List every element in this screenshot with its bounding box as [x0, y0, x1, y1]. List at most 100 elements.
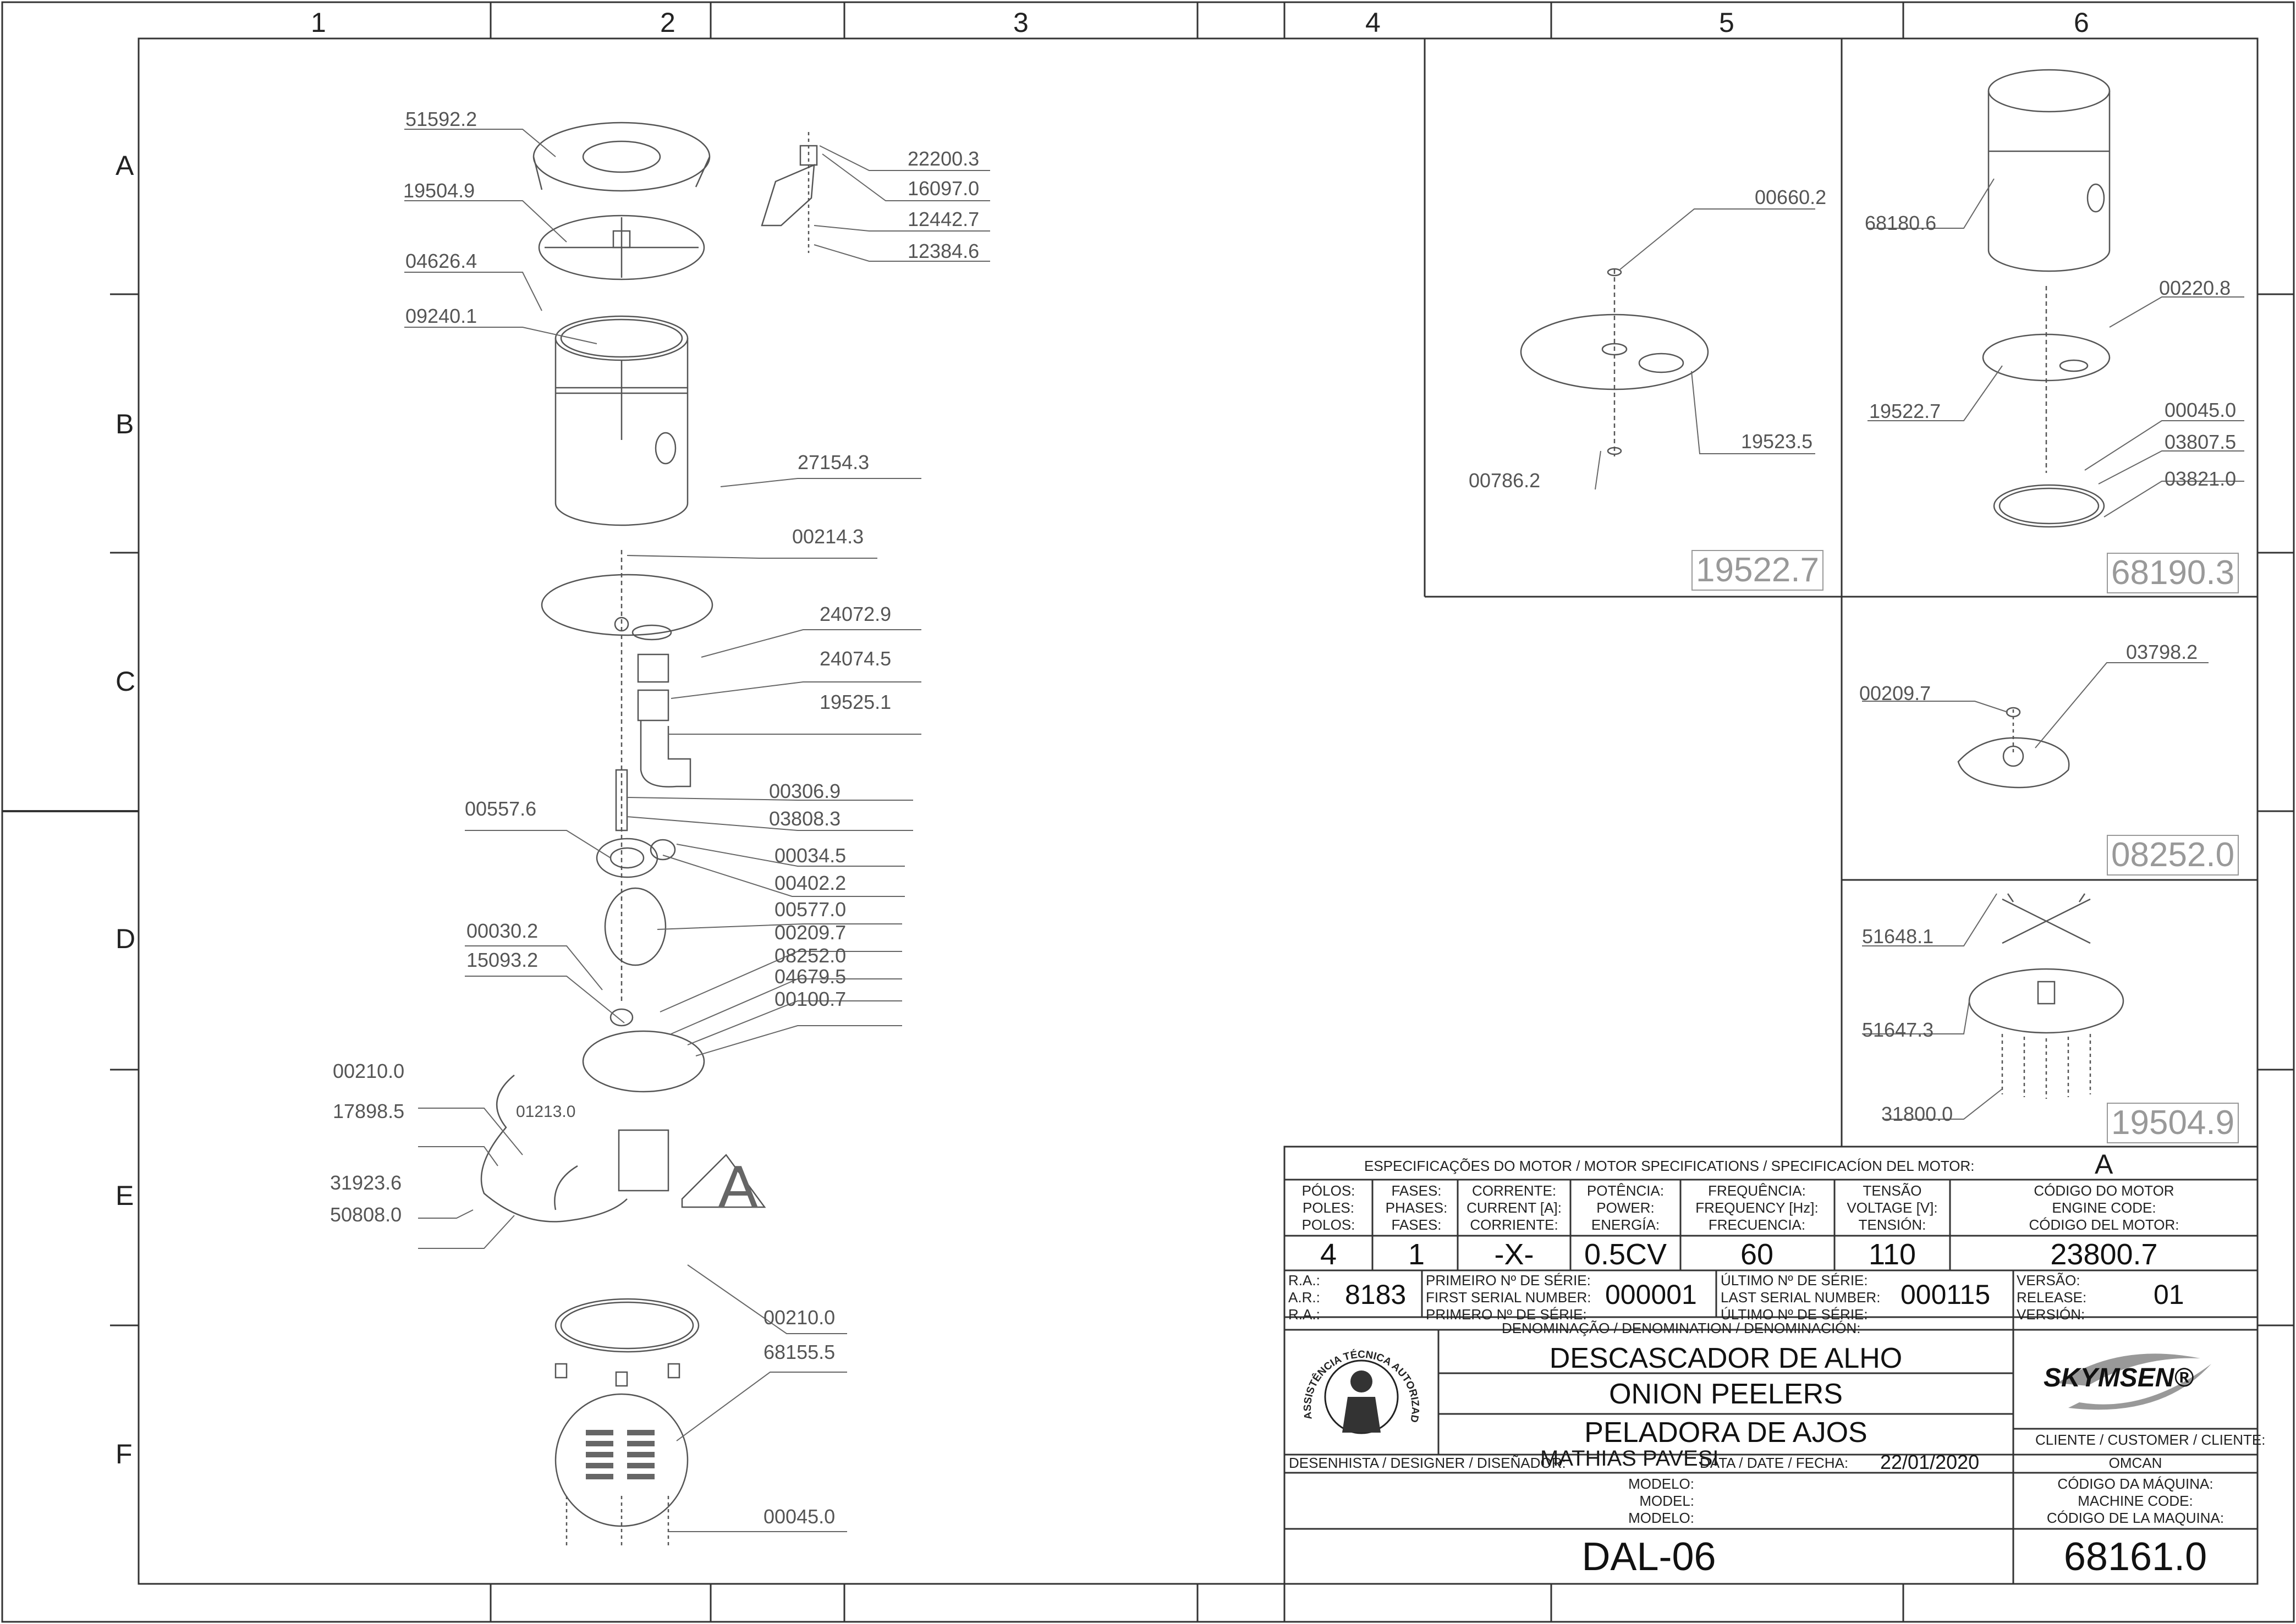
part-label: 22200.3 [908, 147, 980, 170]
part-label: 17898.5 [333, 1100, 405, 1122]
part-label: 00045.0 [763, 1505, 836, 1528]
zone-col-2: 2 [660, 7, 675, 38]
first-serial-label: PRIMEIRO Nº DE SÉRIE:FIRST SERIAL NUMBER… [1426, 1272, 1591, 1323]
part-label: 00577.0 [775, 898, 847, 921]
detail-panel-code: 08252.0 [2107, 835, 2239, 876]
part-label: 31800.0 [1881, 1103, 1953, 1125]
part-label: 03808.3 [769, 807, 841, 830]
date-value: 22/01/2020 [1880, 1451, 1980, 1473]
zone-col-5: 5 [1719, 7, 1734, 38]
part-label: 00030.2 [466, 920, 539, 942]
part-label: 19522.7 [1869, 400, 1941, 422]
zone-row-b: B [116, 409, 134, 439]
engine-code-value: 23800.7 [2050, 1238, 2158, 1271]
first-serial-value: 000001 [1605, 1279, 1697, 1310]
part-label: 00034.5 [775, 844, 847, 867]
part-label: 03821.0 [2165, 467, 2237, 490]
part-label: 16097.0 [908, 177, 980, 200]
part-label: 51648.1 [1862, 925, 1934, 948]
current-label: CORRENTE:CURRENT [A]:CORRIENTE: [1466, 1182, 1562, 1233]
part-label: 00209.7 [775, 921, 847, 944]
designer-label: DESENHISTA / DESIGNER / DISEÑADOR: [1289, 1455, 1566, 1471]
zone-row-f: F [116, 1439, 133, 1469]
part-label: 00214.3 [792, 525, 864, 548]
part-label: 00220.8 [2159, 277, 2231, 299]
phases-value: 1 [1408, 1238, 1425, 1271]
frequency-value: 60 [1740, 1238, 1774, 1271]
ra-label: R.A.:A.R.:R.A.: [1288, 1272, 1320, 1323]
zone-col-1: 1 [311, 7, 326, 38]
frequency-label: FREQUÊNCIA:FREQUENCY [Hz]:FRECUENCIA: [1695, 1182, 1819, 1233]
motor-letter: A [2095, 1149, 2113, 1180]
part-label: 00210.0 [763, 1306, 836, 1329]
part-label: 68180.6 [1865, 212, 1937, 234]
voltage-value: 110 [1868, 1238, 1916, 1271]
part-label: 00402.2 [775, 872, 847, 894]
power-label: POTÊNCIA:POWER:ENERGÍA: [1586, 1182, 1665, 1233]
version-value: 01 [2154, 1279, 2184, 1310]
part-label: 68155.5 [763, 1341, 836, 1363]
model-value: DAL-06 [1581, 1535, 1716, 1579]
product-name-en: ONION PEELERS [1609, 1378, 1843, 1410]
part-label: 00306.9 [769, 780, 841, 802]
part-label: 00786.2 [1469, 469, 1541, 492]
poles-value: 4 [1320, 1238, 1337, 1271]
designer-value: MATHIAS PAVESI [1540, 1446, 1719, 1471]
zone-row-d: D [116, 923, 136, 954]
zone-col-3: 3 [1013, 7, 1029, 38]
brand-name: SKYMSEN® [2044, 1363, 2194, 1392]
zone-row-e: E [116, 1180, 134, 1211]
date-label: DATA / DATE / FECHA: [1700, 1455, 1849, 1471]
part-label: 08252.0 [775, 944, 847, 967]
last-serial-value: 000115 [1900, 1279, 1991, 1310]
part-label: 51592.2 [405, 108, 477, 130]
part-label: 19504.9 [403, 179, 475, 202]
part-label: 03798.2 [2126, 641, 2198, 663]
part-label: 12442.7 [908, 208, 980, 230]
model-label: MODELO:MODEL:MODELO: [1628, 1476, 1694, 1526]
product-name-es: PELADORA DE AJOS [1584, 1417, 1867, 1449]
zone-col-6: 6 [2074, 7, 2089, 38]
part-label: 00557.6 [465, 797, 537, 820]
part-label: A [718, 1153, 759, 1221]
title-block-frame [1283, 1146, 2259, 1585]
phases-label: FASES:PHASES:FASES: [1385, 1182, 1448, 1233]
zone-row-a: A [116, 150, 134, 181]
customer-value: OMCAN [2108, 1455, 2162, 1471]
last-serial-label: ÚLTIMO Nº DE SÉRIE:LAST SERIAL NUMBER:ÚL… [1721, 1272, 1881, 1323]
part-label: 19525.1 [820, 691, 892, 713]
part-label: 24072.9 [820, 603, 892, 625]
part-label: 00100.7 [775, 988, 847, 1010]
poles-label: PÓLOS:POLES:POLOS: [1301, 1182, 1355, 1233]
version-label: VERSÃO:RELEASE:VERSIÓN: [2017, 1272, 2087, 1323]
motor-spec-header: ESPECIFICAÇÕES DO MOTOR / MOTOR SPECIFIC… [1364, 1158, 1975, 1174]
machine-code-label: CÓDIGO DA MÁQUINA:MACHINE CODE:CÓDIGO DE… [2046, 1476, 2224, 1526]
part-label: 00660.2 [1755, 186, 1827, 208]
detail-panel-code: 19504.9 [2107, 1103, 2239, 1143]
part-label: 00045.0 [2165, 399, 2237, 421]
zone-col-4: 4 [1365, 7, 1381, 38]
part-label: 24074.5 [820, 647, 892, 670]
ra-value: 8183 [1345, 1279, 1407, 1310]
product-name-pt: DESCASCADOR DE ALHO [1549, 1342, 1903, 1374]
detail-panel-code: 19522.7 [1691, 550, 1824, 591]
part-label: 19523.5 [1741, 430, 1813, 453]
part-label: 12384.6 [908, 240, 980, 262]
part-label: 27154.3 [798, 451, 870, 474]
machine-code-value: 68161.0 [2063, 1535, 2207, 1579]
part-label: 09240.1 [405, 305, 477, 327]
current-value: -X- [1494, 1238, 1534, 1271]
authorized-service-seal: ASSISTÊNCIA TÉCNICA AUTORIZADA [1295, 1336, 1421, 1434]
zone-row-c: C [116, 666, 136, 697]
part-label: 01213.0 [516, 1103, 576, 1121]
part-label: 00210.0 [333, 1060, 405, 1082]
skymsen-logo [2057, 1353, 2211, 1410]
part-label: 31923.6 [330, 1171, 402, 1194]
part-label: 15093.2 [466, 949, 539, 971]
detail-panel-code: 68190.3 [2107, 553, 2239, 593]
part-label: 04626.4 [405, 250, 477, 272]
power-value: 0.5CV [1584, 1238, 1667, 1271]
